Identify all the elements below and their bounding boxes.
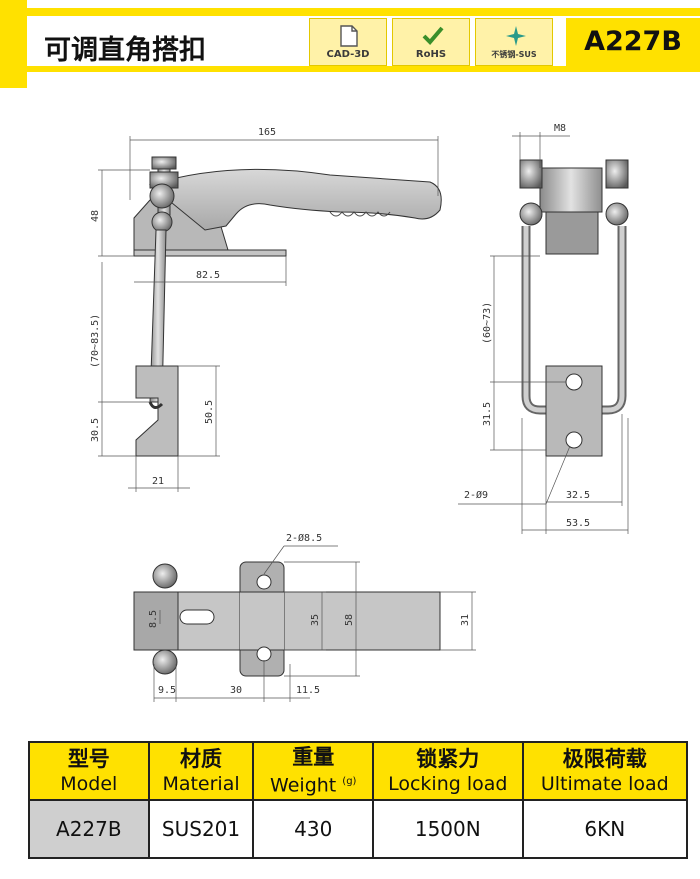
top-strip [133, 591, 441, 651]
dim-overall-length: 165 [258, 127, 276, 138]
top-barrel [539, 167, 603, 213]
header-material: 材质 Material [147, 741, 255, 801]
top-hole-lower [256, 646, 272, 662]
lower-body [545, 211, 599, 255]
header-weight: 重量 Weight (g) [252, 741, 375, 801]
dim-slot-width: 8.5 [148, 610, 159, 628]
dim-handle-height: 48 [90, 210, 101, 222]
top-nut [151, 156, 177, 170]
front-hole-bottom [565, 431, 583, 449]
top-nut-lower [152, 649, 178, 675]
technical-drawing: 165 48 82.5 (70~83.5) 30.5 50.5 21 [90, 123, 629, 702]
header: 可调直角搭扣 CAD-3D RoHS 不锈钢-SUS A227B [0, 0, 700, 90]
dim-front-hook: 31.5 [482, 402, 493, 426]
front-hole-top [565, 373, 583, 391]
product-title: 可调直角搭扣 [44, 35, 206, 66]
sparkle-icon [506, 26, 526, 46]
left-pivot [519, 202, 543, 226]
left-nut [519, 159, 543, 189]
header-model: 型号 Model [28, 741, 150, 801]
top-slot [179, 609, 215, 625]
handle-grip [329, 211, 391, 217]
dim-strip-width: 31 [460, 614, 471, 626]
spec-table: 型号 Model 材质 Material 重量 Weight (g) 锁紧力 L… [28, 741, 689, 859]
document-icon [340, 25, 358, 47]
header-ultimate-load: 极限荷载 Ultimate load [521, 741, 689, 801]
spec-data-row: A227B SUS201 430 1500N 6KN [28, 799, 689, 859]
catch-bracket [135, 365, 179, 457]
dim-front-range: (60~73) [482, 302, 493, 344]
dim-bottom-a: 9.5 [158, 685, 176, 696]
header-top-accent-line [27, 8, 700, 16]
upper-pivot [149, 183, 175, 209]
badge-label-rohs: RoHS [415, 49, 447, 60]
right-pivot [605, 202, 629, 226]
badge-label-sus: 不锈钢-SUS [491, 50, 537, 59]
cell-material: SUS201 [147, 799, 255, 859]
checkmark-icon [422, 26, 444, 45]
top-nut-upper [152, 563, 178, 589]
top-hole-upper [256, 574, 272, 590]
dim-base-length: 82.5 [196, 270, 220, 281]
lower-pivot [151, 211, 173, 233]
dim-bottom-b: 30 [230, 685, 242, 696]
dim-bracket-outer: 58 [344, 614, 355, 626]
weight-unit: (g) [342, 776, 357, 788]
stainless-badge: 不锈钢-SUS [475, 18, 553, 66]
dim-hole-note: 2-Ø9 [464, 489, 488, 501]
cell-locking-load: 1500N [372, 799, 524, 859]
spec-header-row: 型号 Model 材质 Material 重量 Weight (g) 锁紧力 L… [28, 741, 689, 801]
handle [148, 168, 442, 231]
dim-bracket-height: 50.5 [204, 400, 215, 424]
side-view: 165 48 82.5 (70~83.5) 30.5 50.5 21 [90, 127, 442, 492]
dim-bracket-inner: 35 [310, 614, 321, 626]
dim-top-hole-note: 2-Ø8.5 [286, 532, 322, 544]
cell-ultimate-load: 6KN [521, 799, 689, 859]
header-locking-load: 锁紧力 Locking load [372, 741, 524, 801]
right-nut [605, 159, 629, 189]
badge-label-cad: CAD-3D [326, 49, 370, 60]
dim-bottom-c: 11.5 [296, 685, 320, 696]
top-view: 2-Ø8.5 8.5 35 58 31 9.5 30 11.5 [133, 532, 476, 702]
model-code: A227B [584, 26, 682, 57]
rohs-badge: RoHS [392, 18, 470, 66]
dim-bracket-width: 21 [152, 476, 164, 487]
cad-3d-badge: CAD-3D [309, 18, 387, 66]
header-bottom-accent-line [27, 66, 700, 72]
top-end-block [133, 591, 179, 651]
cell-weight: 430 [252, 799, 375, 859]
dim-hole-spacing: 32.5 [566, 490, 590, 501]
dim-hook-height: 30.5 [90, 418, 101, 442]
dim-adjust-range: (70~83.5) [90, 314, 101, 368]
cell-model: A227B [28, 799, 150, 859]
dim-thread: M8 [554, 123, 566, 134]
dim-front-width: 53.5 [566, 518, 590, 529]
front-view: M8 (60~73) 31.5 2-Ø9 32.5 53.5 [458, 123, 629, 534]
model-code-box: A227B [566, 18, 700, 66]
header-left-accent-bar [0, 0, 27, 88]
